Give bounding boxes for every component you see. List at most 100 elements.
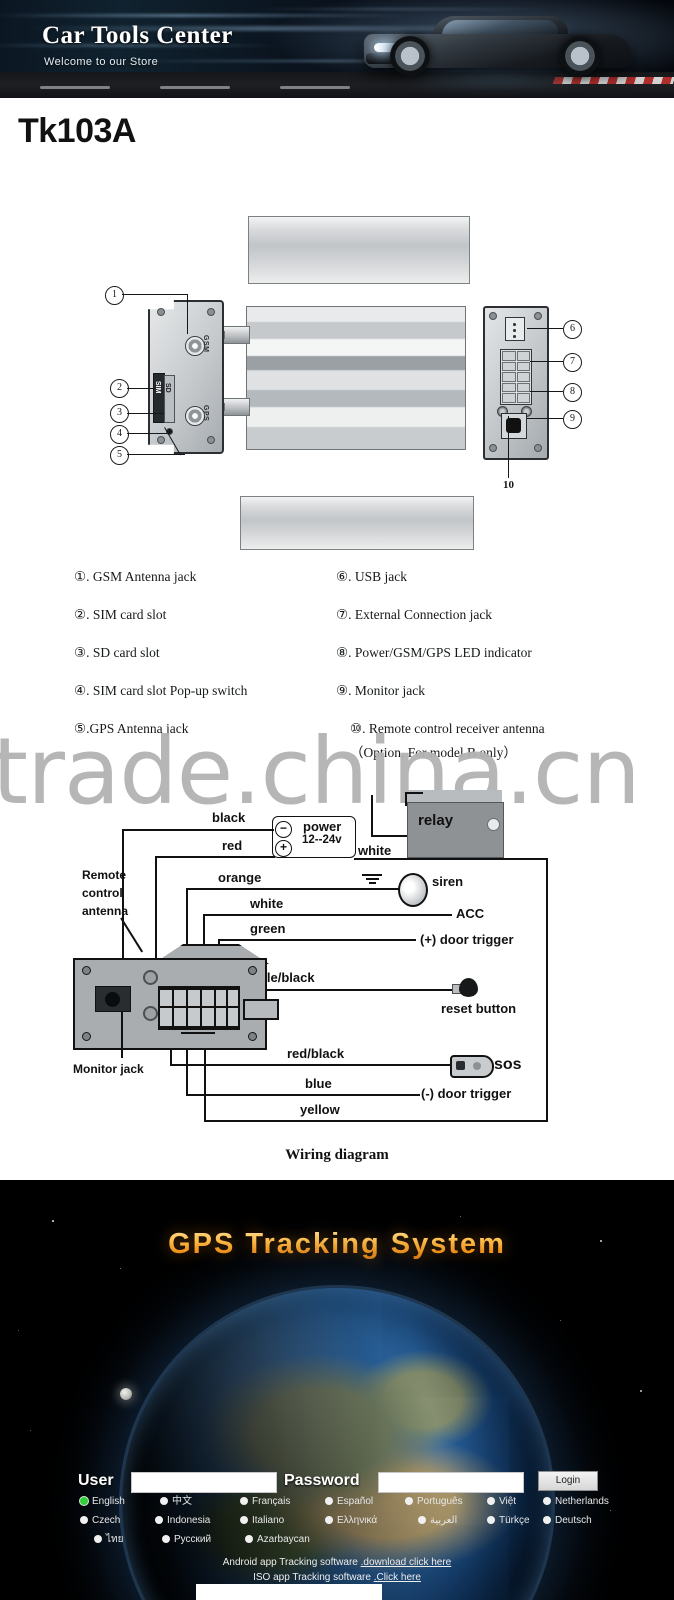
language-label: Türkçe	[499, 1515, 530, 1526]
callout-leader-line	[127, 388, 155, 390]
legend-text: .GPS Antenna jack	[86, 721, 189, 736]
login-button[interactable]: Login	[538, 1471, 598, 1491]
password-input[interactable]	[378, 1472, 524, 1493]
language-option-greek[interactable]: Ελληνικά	[325, 1515, 377, 1527]
legend-text: . SD card slot	[86, 645, 160, 660]
wire-orange	[186, 888, 400, 891]
radio-icon[interactable]	[80, 1516, 88, 1524]
legend-number: ④	[74, 683, 87, 698]
android-download-link[interactable]: .download click here	[360, 1557, 452, 1568]
language-option-indonesia[interactable]: Indonesia	[155, 1515, 210, 1527]
product-diagram-section: Tk103A GSM GPS SIM SD	[0, 98, 674, 760]
callout-6: 6	[563, 320, 582, 339]
radio-icon[interactable]	[160, 1497, 168, 1505]
language-label: Indonesia	[167, 1515, 211, 1526]
radio-icon[interactable]	[155, 1516, 163, 1524]
language-option-espanol[interactable]: Español	[325, 1496, 373, 1508]
radio-icon[interactable]	[487, 1516, 495, 1524]
language-option-czech[interactable]: Czech	[80, 1515, 120, 1527]
callout-leader-line	[122, 294, 188, 296]
legend-number: ⑦	[336, 607, 349, 622]
language-option-viet[interactable]: Việt	[487, 1496, 516, 1508]
sos-label: sos	[494, 1056, 522, 1073]
radio-icon[interactable]	[245, 1535, 253, 1543]
callout-leader-line	[127, 413, 164, 415]
language-label: Ελληνικά	[337, 1515, 378, 1526]
wire-label-red: red	[222, 838, 243, 853]
store-title: Car Tools Center	[42, 22, 233, 49]
radio-icon[interactable]	[543, 1516, 551, 1524]
legend-column-left: ①. GSM Antenna jack ②. SIM card slot ③. …	[74, 568, 247, 758]
monitor-jack-label: Monitor jack	[73, 1062, 144, 1076]
language-option-turkce[interactable]: Türkçe	[487, 1515, 530, 1527]
language-label: Português	[417, 1496, 463, 1507]
wire-yellow	[204, 1120, 548, 1123]
language-option-netherlands[interactable]: Netherlands	[543, 1496, 609, 1508]
radio-icon[interactable]	[543, 1497, 551, 1505]
radio-icon[interactable]	[405, 1497, 413, 1505]
callout-9: 9	[563, 410, 582, 429]
reset-button-label: reset button	[441, 1001, 517, 1016]
relay-wire	[371, 835, 407, 838]
language-option-portugues[interactable]: Português	[405, 1496, 463, 1508]
radio-icon[interactable]	[80, 1497, 88, 1505]
user-label: User	[78, 1472, 114, 1489]
reset-button-icon	[452, 978, 478, 997]
radio-icon[interactable]	[162, 1535, 170, 1543]
wire-label-green: green	[250, 921, 286, 936]
radio-icon[interactable]	[487, 1497, 495, 1505]
sd-slot-label: SD	[164, 383, 171, 393]
acc-label: ACC	[456, 906, 485, 921]
gps-jack-label: GPS	[202, 405, 209, 422]
screw-icon	[248, 1032, 257, 1041]
wire-label-yellow: yellow	[300, 1102, 340, 1117]
language-option-russian[interactable]: Русский	[162, 1534, 211, 1546]
device-side-panel-bottom	[240, 496, 474, 550]
language-option-francais[interactable]: Français	[240, 1496, 290, 1508]
radio-icon[interactable]	[325, 1516, 333, 1524]
screw-icon	[207, 436, 215, 444]
power-voltage-label: 12--24v	[302, 834, 342, 846]
wire-label-blue: blue	[305, 1076, 332, 1091]
reset-button-knob	[459, 978, 478, 997]
callout-leader-line	[127, 433, 167, 435]
wire-blue	[186, 1046, 189, 1094]
store-banner: Car Tools Center Welcome to our Store	[0, 0, 674, 98]
radio-icon[interactable]	[240, 1516, 248, 1524]
legend-text: . SIM card slot	[86, 607, 167, 622]
language-option-thai[interactable]: ไทย	[94, 1534, 123, 1546]
ios-download-link[interactable]: .Click here	[373, 1572, 421, 1583]
legend-text: . Monitor jack	[348, 683, 425, 698]
language-option-azarbaycan[interactable]: Azarbaycan	[245, 1534, 310, 1546]
language-option-italiano[interactable]: Italiano	[240, 1515, 284, 1527]
user-input[interactable]	[131, 1472, 277, 1493]
car-wheel	[390, 36, 430, 76]
device-antenna-connector	[222, 398, 250, 416]
language-option-chinese[interactable]: 中文	[160, 1496, 192, 1508]
wire-purple-black	[237, 989, 459, 992]
legend-item: ⑧. Power/GSM/GPS LED indicator	[336, 644, 545, 682]
radio-icon[interactable]	[418, 1516, 426, 1524]
relay-top-edge	[407, 790, 502, 803]
language-option-deutsch[interactable]: Deutsch	[543, 1515, 592, 1527]
legend-number: ①	[74, 569, 87, 584]
road-surface	[0, 72, 674, 98]
relay-wire	[405, 792, 408, 806]
radio-icon[interactable]	[325, 1497, 333, 1505]
radio-icon[interactable]	[94, 1535, 102, 1543]
relay-white-wire-label: white	[358, 843, 392, 858]
terminal-negative: −	[275, 821, 292, 838]
login-form: User Password Login	[0, 1470, 674, 1494]
radio-icon[interactable]	[240, 1497, 248, 1505]
car-photo	[346, 8, 646, 82]
road-dash	[40, 86, 110, 89]
language-option-english[interactable]: English	[80, 1496, 125, 1508]
screw-icon	[82, 966, 91, 975]
wire-yellow-return	[546, 858, 549, 1120]
android-app-row: Android app Tracking software .download …	[0, 1557, 674, 1568]
product-model-title: Tk103A	[18, 112, 136, 150]
language-option-arabic[interactable]: العربية	[418, 1515, 457, 1527]
wire-red-black	[170, 1064, 454, 1067]
moon-icon	[120, 1388, 132, 1400]
